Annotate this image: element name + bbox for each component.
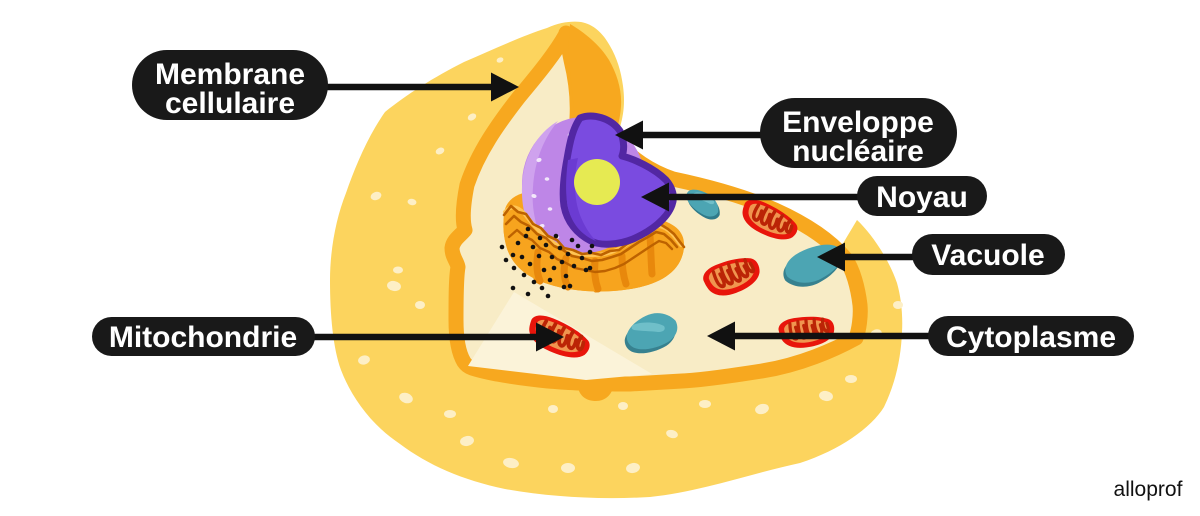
svg-text:Noyau: Noyau	[876, 181, 968, 214]
svg-text:nucléaire: nucléaire	[792, 135, 924, 168]
svg-text:Cytoplasme: Cytoplasme	[946, 321, 1116, 354]
svg-text:Membrane: Membrane	[155, 58, 305, 91]
svg-text:cellulaire: cellulaire	[165, 87, 295, 120]
svg-text:Mitochondrie: Mitochondrie	[109, 321, 297, 354]
svg-text:Vacuole: Vacuole	[931, 239, 1044, 272]
svg-text:Enveloppe: Enveloppe	[782, 106, 934, 139]
svg-text:alloprof: alloprof	[1114, 478, 1183, 501]
